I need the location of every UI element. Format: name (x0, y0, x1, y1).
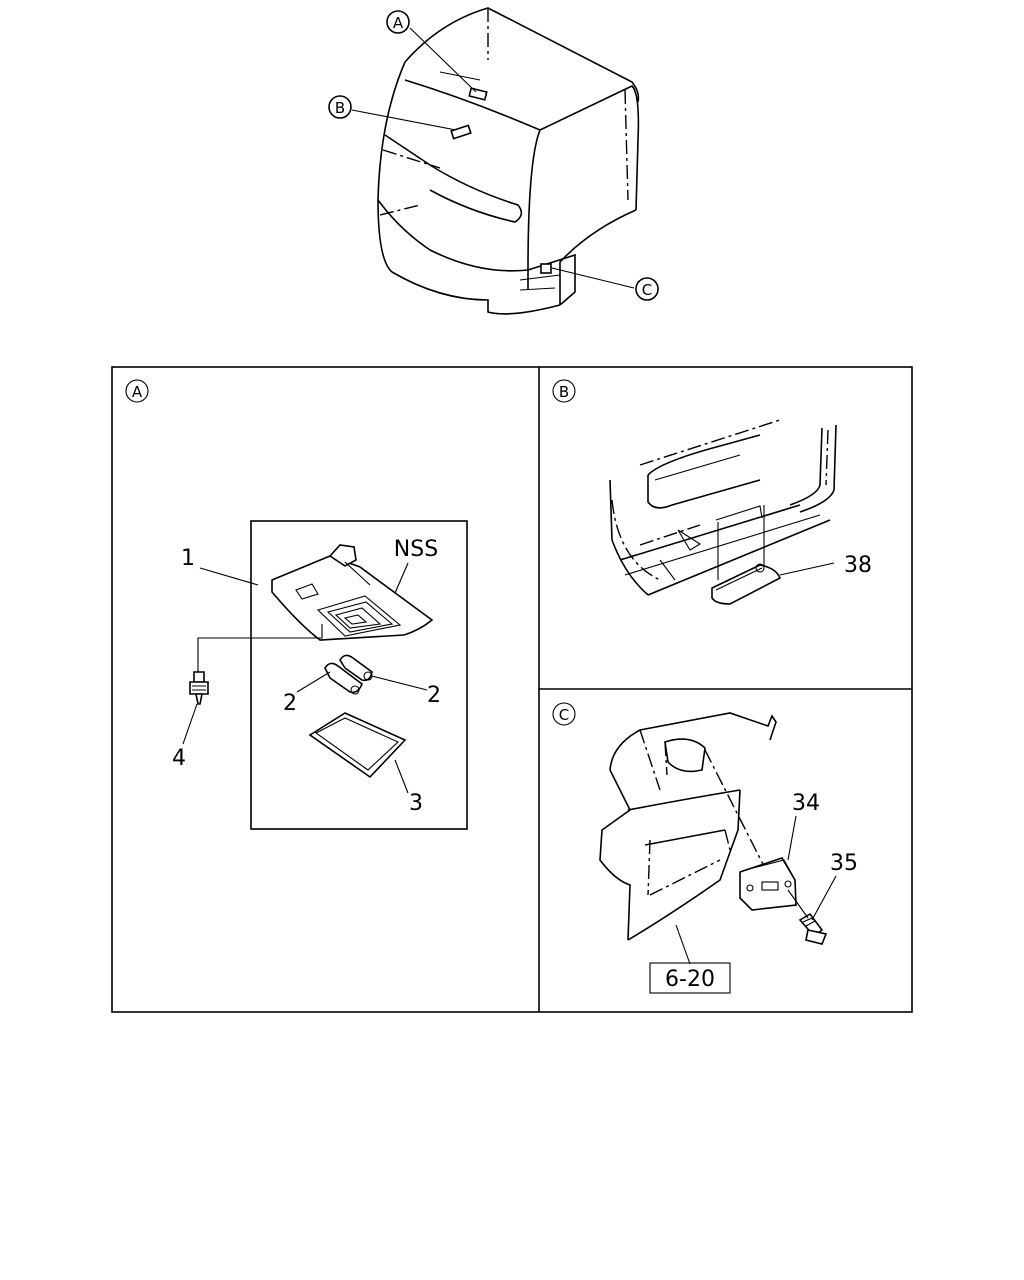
overview-callout-a: A (393, 14, 404, 32)
panel-c-reference: 6-20 (665, 967, 715, 992)
panel-c-part-34: 34 (792, 791, 820, 816)
license-lamp-part-34 (739, 857, 797, 911)
panel-a-part-1: 1 (181, 546, 195, 571)
panel-a: A NSS (125, 379, 468, 830)
panel-c-part-35: 35 (830, 851, 858, 876)
overview-callout-c: C (642, 281, 652, 299)
panel-a-part-2-right: 2 (427, 683, 441, 708)
room-lamp-base (271, 544, 434, 641)
screw-part-4 (189, 671, 209, 705)
panel-c: C 34 (552, 702, 858, 994)
lamp-bulbs (324, 654, 373, 695)
rear-lamp-part-38 (711, 563, 782, 605)
nss-tag: NSS (394, 537, 438, 562)
panel-a-part-4: 4 (172, 746, 186, 771)
panel-c-label: C (559, 706, 569, 724)
panel-a-part-3: 3 (409, 791, 423, 816)
lamp-lens (308, 712, 407, 779)
panel-a-label: A (132, 383, 143, 401)
panel-b-label: B (559, 383, 569, 401)
screw-part-35 (798, 912, 828, 945)
detail-frame (111, 366, 913, 1013)
overview-callout-b: B (335, 99, 345, 117)
panel-b: B 38 (552, 379, 872, 605)
vehicle-overview: A B C (328, 7, 659, 315)
panel-b-part-38: 38 (844, 553, 872, 578)
panel-a-part-2-left: 2 (283, 691, 297, 716)
